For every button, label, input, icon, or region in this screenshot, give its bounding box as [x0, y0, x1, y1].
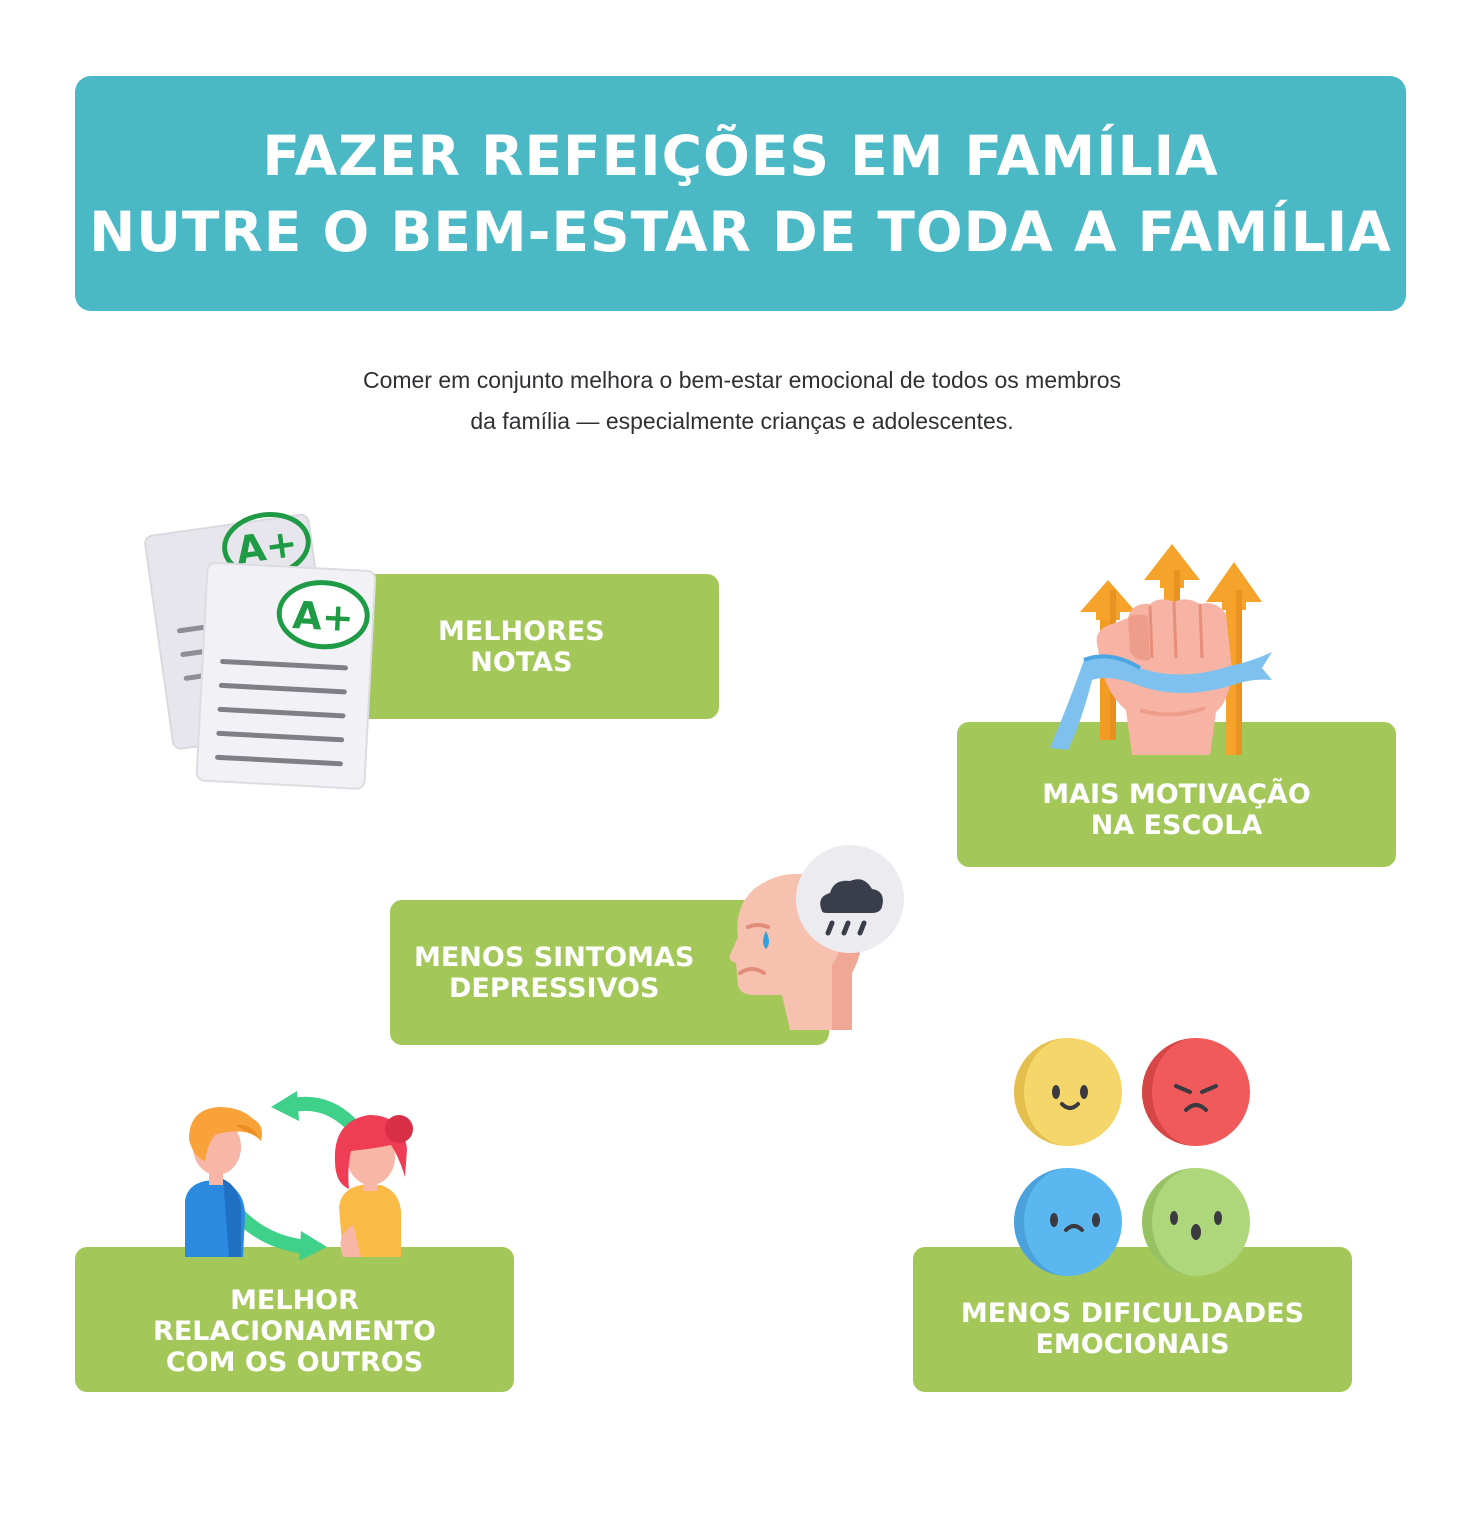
intro-line-1: Comer em conjunto melhora o bem-estar em… — [362, 367, 1122, 393]
benefit-card-better-grades: MELHORES NOTAS — [330, 574, 719, 719]
intro-text: Comer em conjunto melhora o bem-estar em… — [0, 360, 1484, 442]
benefit-card-emotional-difficulties: MENOS DIFICULDADES EMOCIONAIS — [913, 1247, 1352, 1392]
benefit-label-line-2: NA ESCOLA — [1090, 810, 1263, 841]
benefit-label-line-2: EMOCIONAIS — [1035, 1329, 1230, 1360]
benefit-label-line-2: DEPRESSIVOS — [448, 972, 660, 1004]
people-exchange-icon — [185, 1091, 413, 1260]
svg-text:A+: A+ — [291, 593, 354, 640]
benefit-label-line-1: MELHOR — [230, 1285, 359, 1316]
page-title-line-1: FAZER REFEIÇÕES EM FAMÍLIA — [262, 123, 1219, 188]
benefit-label-line-1: MAIS MOTIVAÇÃO — [1042, 779, 1311, 810]
title-banner: FAZER REFEIÇÕES EM FAMÍLIA NUTRE O BEM-E… — [75, 76, 1406, 311]
emotion-faces-icon — [1014, 1038, 1250, 1276]
page-title-line-2: NUTRE O BEM-ESTAR DE TODA A FAMÍLIA — [89, 199, 1392, 264]
raised-fist-arrows-icon — [1050, 544, 1272, 755]
sad-head-rain-cloud-icon — [729, 845, 904, 1030]
benefit-label-line-1: MELHORES — [438, 615, 605, 647]
benefit-label-line-1: MENOS SINTOMAS — [414, 941, 695, 973]
benefit-label-line-2: NOTAS — [470, 646, 573, 678]
benefit-label-line-2: RELACIONAMENTO — [153, 1316, 436, 1347]
benefit-label-line-1: MENOS DIFICULDADES — [960, 1298, 1305, 1329]
benefit-card-motivation: MAIS MOTIVAÇÃO NA ESCOLA — [957, 722, 1396, 867]
benefit-label-line-3: COM OS OUTROS — [165, 1347, 424, 1378]
benefit-card-relationships: MELHOR RELACIONAMENTO COM OS OUTROS — [75, 1247, 514, 1392]
graded-papers-icon: A+ A+ — [144, 512, 377, 790]
intro-line-2: da família — especialmente crianças e ad… — [470, 408, 1014, 434]
